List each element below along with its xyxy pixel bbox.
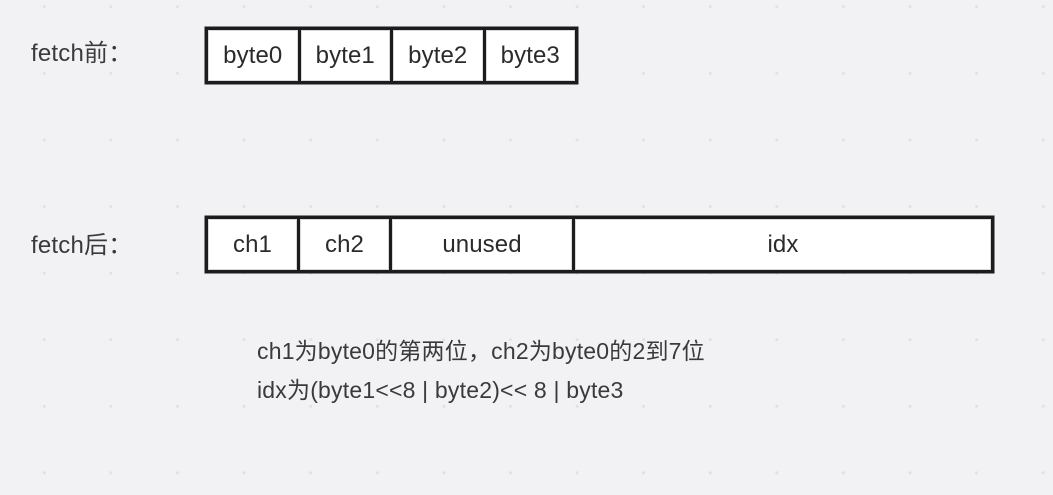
byte-cell-byte3: byte3 xyxy=(485,30,575,81)
byte-strip-after-fetch: ch1 ch2 unused idx xyxy=(205,216,994,273)
field-cell-ch2: ch2 xyxy=(300,219,389,270)
byte-cell-byte1: byte1 xyxy=(300,30,390,81)
field-cell-ch1: ch1 xyxy=(208,219,297,270)
row-label-fetch-before: fetch前： xyxy=(31,40,133,67)
annotation-line-idx: idx为(byte1<<8 | byte2)<< 8 | byte3 xyxy=(257,377,624,403)
byte-cell-byte2: byte2 xyxy=(393,30,483,81)
field-cell-idx: idx xyxy=(575,219,991,270)
annotation-line-ch1-ch2: ch1为byte0的第两位，ch2为byte0的2到7位 xyxy=(257,338,705,364)
byte-strip-before-fetch: byte0 byte1 byte2 byte3 xyxy=(205,27,578,84)
row-label-fetch-after: fetch后： xyxy=(31,232,133,259)
byte-cell-byte0: byte0 xyxy=(208,30,298,81)
field-cell-unused: unused xyxy=(392,219,572,270)
